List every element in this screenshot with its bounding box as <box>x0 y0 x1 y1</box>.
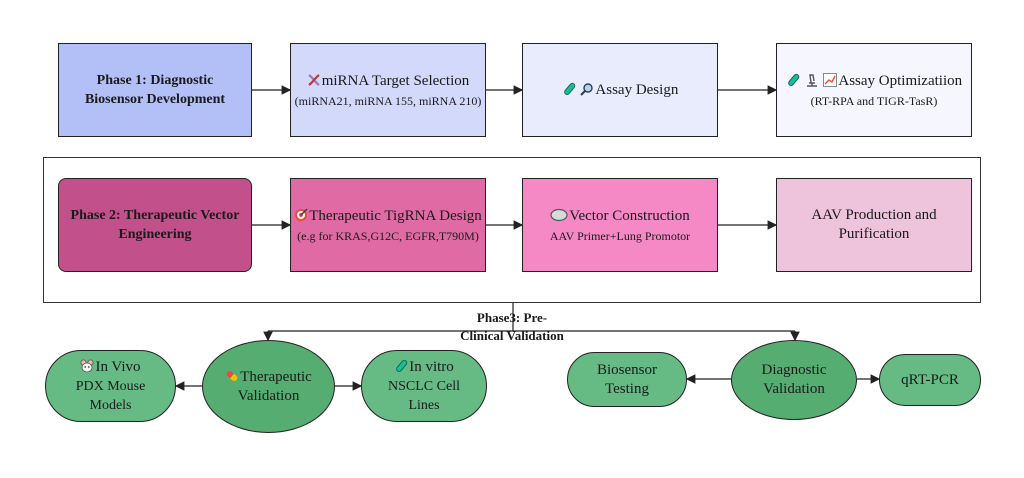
tigrna-sub: (e.g for KRAS,G12C, EGFR,T790M) <box>297 228 479 243</box>
assay-design-node: Assay Design <box>522 43 718 137</box>
magnifier-icon <box>580 82 594 96</box>
test-tube-icon <box>563 82 575 95</box>
biosensor-testing-label: Biosensor Testing <box>597 361 657 397</box>
diagnostic-validation-label: Diagnostic Validation <box>761 362 827 397</box>
therapeutic-validation-node: Therapeutic Validation <box>202 340 335 433</box>
in-vivo-title: In Vivo <box>95 358 141 375</box>
in-vitro-sub: NSCLC Cell Lines <box>388 378 460 413</box>
plasmid-icon <box>550 208 568 221</box>
assay-opt-title: Assay Optimizatiion <box>838 72 963 89</box>
qrt-pcr-node: qRT-PCR <box>879 354 981 406</box>
phase3-label: Phase3: Pre-Clinical Validation <box>460 310 564 343</box>
in-vivo-node: In Vivo PDX Mouse Models <box>45 350 176 422</box>
phase2-label: Phase 2: Therapeutic Vector Engineering <box>70 208 240 242</box>
test-tube-icon <box>396 359 408 372</box>
in-vitro-node: In vitro NSCLC Cell Lines <box>361 350 487 422</box>
mouse-icon <box>80 359 94 372</box>
phase1-label: Phase 1: Diagnostic Biosensor Developmen… <box>84 73 226 107</box>
qrt-pcr-label: qRT-PCR <box>901 371 959 388</box>
mirna-target-sub: (miRNA21, miRNA 155, miRNA 210) <box>294 93 482 108</box>
phase1-label-node: Phase 1: Diagnostic Biosensor Developmen… <box>58 43 252 137</box>
vector-sub: AAV Primer+Lung Promotor <box>549 228 691 243</box>
chart-icon <box>823 72 838 87</box>
pill-icon <box>226 370 238 381</box>
microscope-icon <box>806 73 817 87</box>
mirna-target-title: miRNA Target Selection <box>321 72 470 89</box>
therapeutic-validation-label: Therapeutic Validation <box>237 368 312 404</box>
phase2-frame <box>43 157 981 303</box>
assay-design-label: Assay Design <box>595 81 679 98</box>
in-vitro-title: In vitro <box>409 358 454 375</box>
aav-label: AAV Production and Purification <box>811 207 937 242</box>
aav-production-node: AAV Production and Purification <box>776 178 972 272</box>
diagnostic-validation-node: Diagnostic Validation <box>731 340 857 420</box>
dna-icon <box>308 73 320 86</box>
tigrna-design-node: Therapeutic TigRNA Design (e.g for KRAS,… <box>290 178 486 272</box>
biosensor-testing-node: Biosensor Testing <box>567 352 687 407</box>
assay-opt-sub: (RT-RPA and TIGR-TasR) <box>810 93 938 108</box>
mirna-target-node: miRNA Target Selection (miRNA21, miRNA 1… <box>290 43 486 137</box>
vector-construction-node: Vector Construction AAV Primer+Lung Prom… <box>522 178 718 272</box>
assay-optimization-node: Assay Optimizatiion (RT-RPA and TIGR-Tas… <box>776 43 972 137</box>
phase2-label-node: Phase 2: Therapeutic Vector Engineering <box>58 178 252 272</box>
tigrna-title: Therapeutic TigRNA Design <box>309 207 482 224</box>
in-vivo-sub: PDX Mouse Models <box>75 378 146 413</box>
vector-title: Vector Construction <box>569 207 690 224</box>
test-tube-icon <box>788 73 800 86</box>
target-icon <box>295 208 308 221</box>
